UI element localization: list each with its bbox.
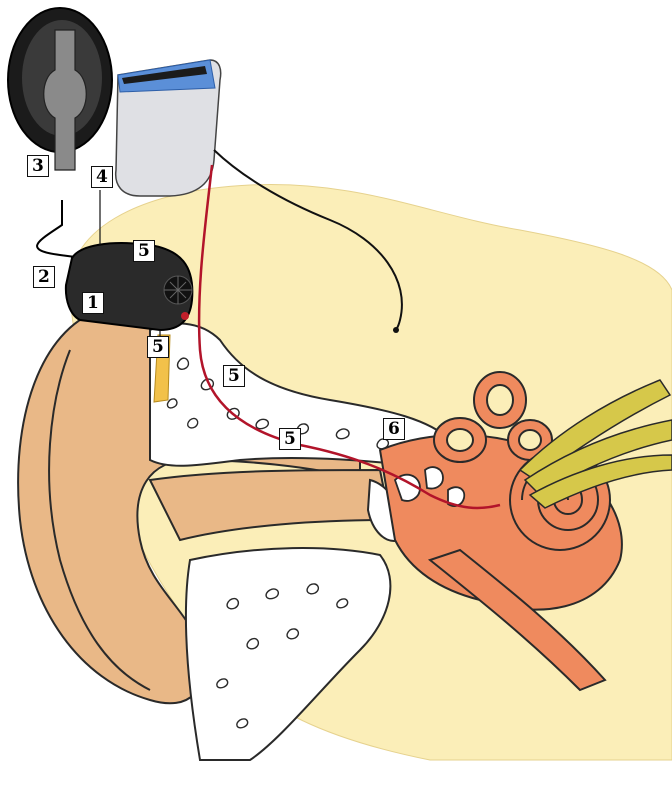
wire-tip [393,327,399,333]
label-4: 4 [91,166,113,188]
label-2: 2 [33,266,55,288]
stimulator [116,60,221,196]
label-6: 6 [383,418,405,440]
processor [66,243,193,330]
label-3: 3 [27,155,49,177]
label-5d: 5 [279,428,301,450]
headpiece [8,8,112,170]
label-5a: 5 [133,240,155,262]
label-5c: 5 [223,365,245,387]
label-1: 1 [82,292,104,314]
label-5b: 5 [147,336,169,358]
